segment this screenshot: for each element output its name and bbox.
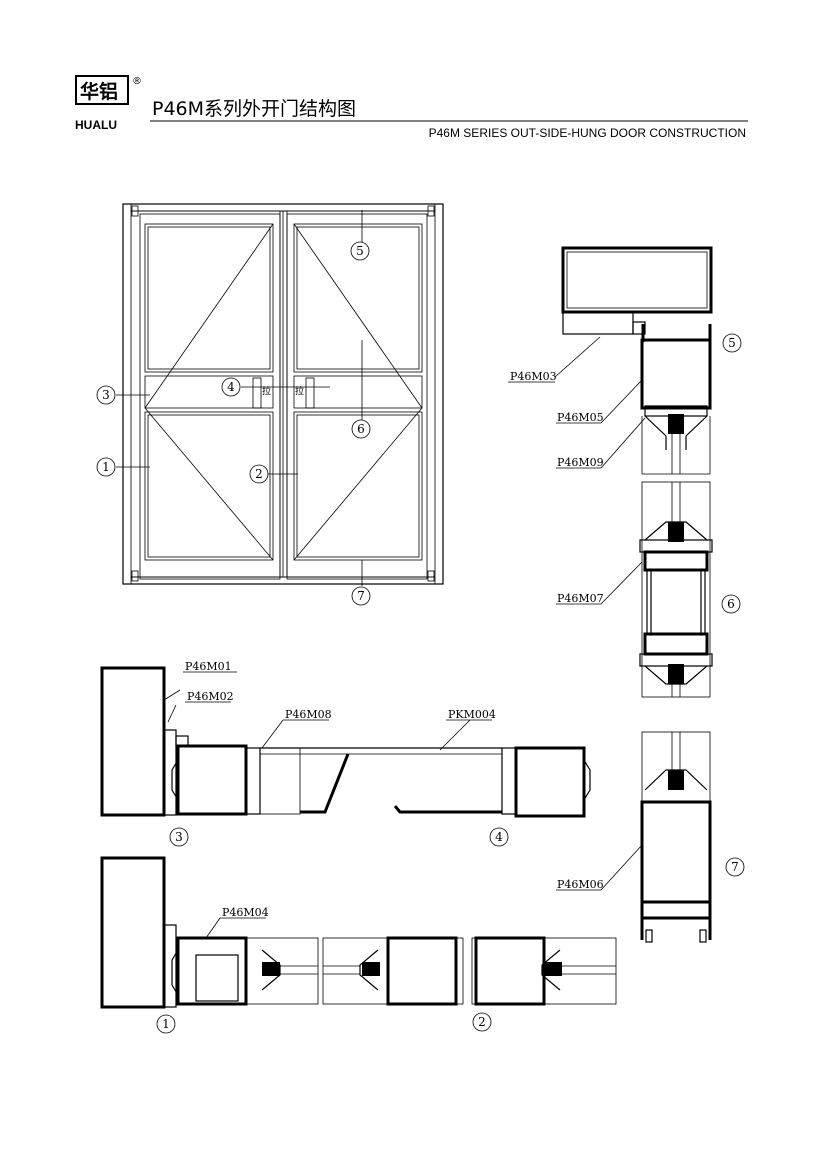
section-5: 5 — [728, 336, 736, 350]
door-elevation: 拉 拉 5 3 4 6 1 2 7 — [96, 203, 444, 606]
section-2: 2 — [478, 1015, 486, 1029]
section-1: 1 — [162, 1017, 170, 1031]
section-6: 6 — [727, 597, 735, 611]
callout-4: 4 — [227, 380, 235, 394]
label-p46m08: P46M08 — [285, 708, 332, 721]
label-p46m02: P46M02 — [187, 690, 234, 703]
registered-mark: ® — [132, 76, 142, 87]
label-p46m03: P46M03 — [510, 370, 557, 383]
handle-right-char: 拉 — [295, 385, 304, 397]
callout-5: 5 — [356, 244, 364, 258]
logo-box — [75, 75, 129, 105]
logo-cn: 华铝 — [80, 80, 118, 103]
section-3: 3 — [175, 830, 183, 844]
title-en: P46M SERIES OUT-SIDE-HUNG DOOR CONSTRUCT… — [429, 126, 746, 140]
label-p46m07: P46M07 — [557, 592, 604, 605]
horizontal-section-3-4: P46M01 P46M02 P46M08 PKM004 3 4 — [100, 660, 591, 847]
title-cn: P46M系列外开门结构图 — [152, 98, 356, 120]
label-p46m09: P46M09 — [557, 456, 604, 469]
label-pkm004: PKM004 — [448, 708, 496, 721]
callout-2: 2 — [255, 467, 263, 481]
callout-3: 3 — [102, 388, 110, 402]
horizontal-section-1-2: P46M04 1 2 — [100, 856, 617, 1034]
vertical-section: P46M03 P46M05 P46M09 P46M07 P46M06 5 6 7 — [508, 246, 745, 943]
header: 华铝 HUALU ® P46M系列外开门结构图 P46M SERIES OUT-… — [75, 75, 748, 140]
label-p46m01: P46M01 — [185, 660, 232, 673]
label-p46m04: P46M04 — [222, 906, 269, 919]
label-p46m06: P46M06 — [557, 878, 604, 891]
section-4: 4 — [495, 830, 503, 844]
logo-en: HUALU — [75, 118, 117, 132]
callout-1: 1 — [102, 460, 110, 474]
callout-6: 6 — [357, 422, 365, 436]
section-7: 7 — [731, 860, 739, 874]
handle-left-char: 拉 — [262, 385, 271, 397]
label-p46m05: P46M05 — [557, 411, 604, 424]
callout-7: 7 — [357, 589, 365, 603]
